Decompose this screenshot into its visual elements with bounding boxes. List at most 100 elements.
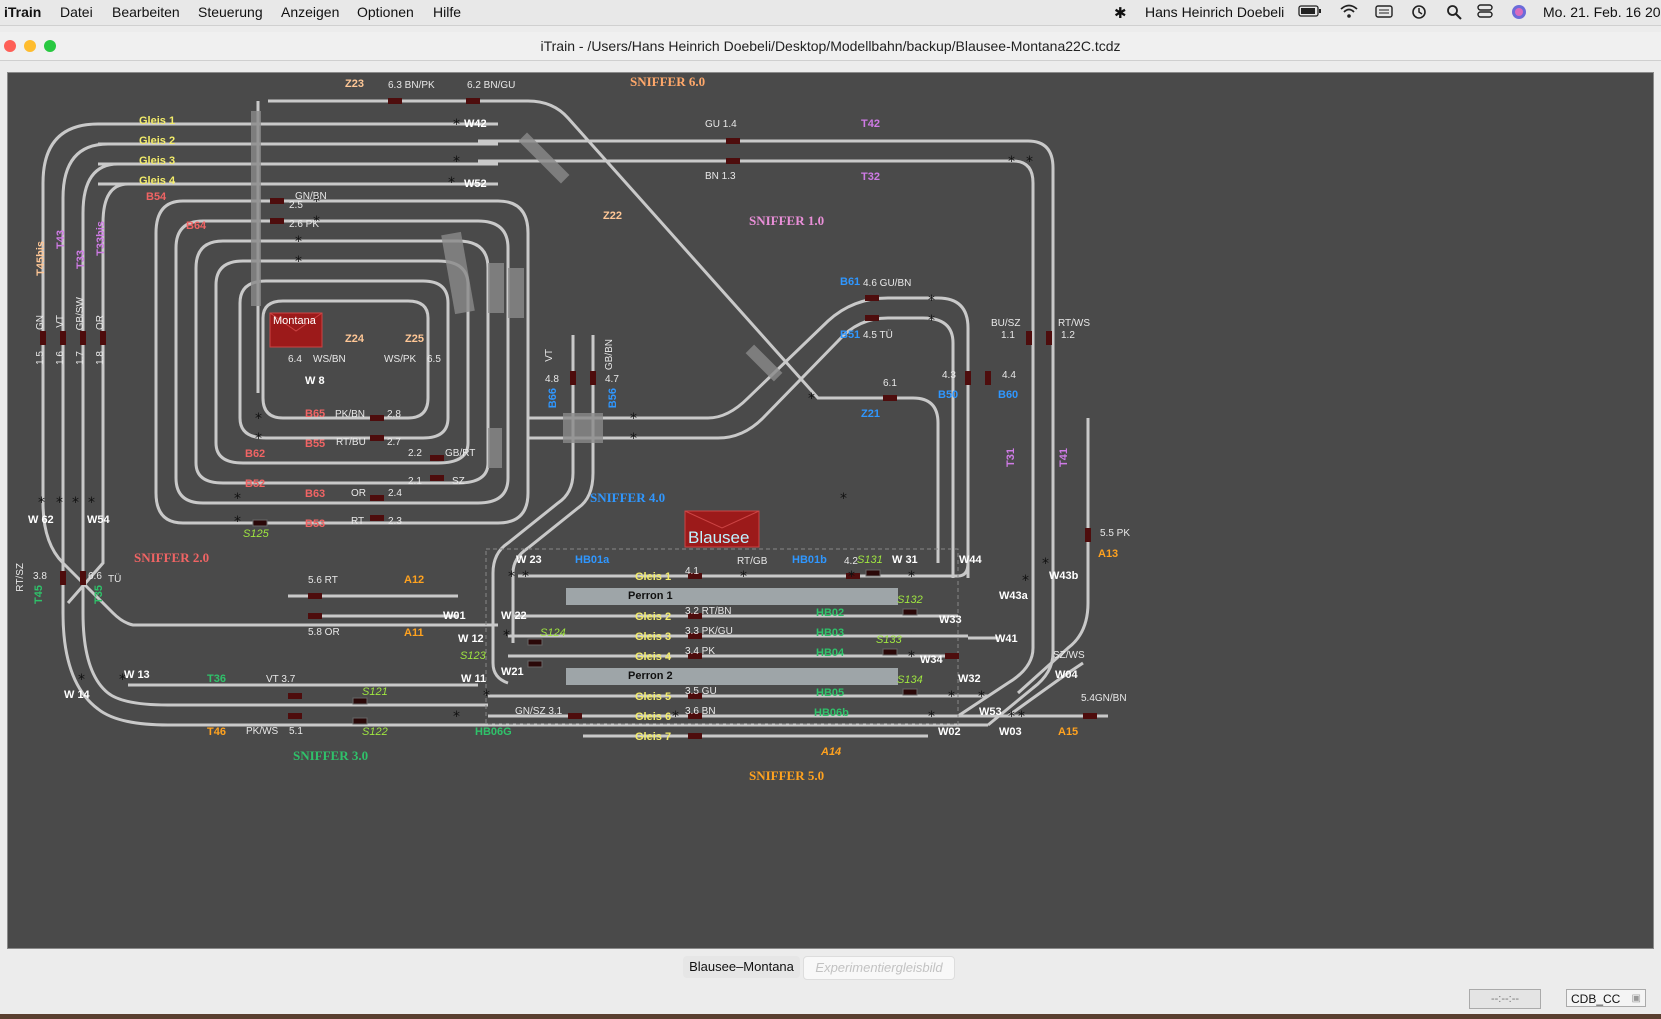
switch-w22[interactable]: W 22 [501, 610, 527, 622]
block-z24[interactable]: Z24 [345, 333, 364, 345]
block-hb02[interactable]: HB02 [816, 607, 845, 619]
switch-w23[interactable]: W 23 [516, 554, 542, 566]
block-b56[interactable]: B56 [607, 388, 619, 409]
switch-w41[interactable]: W41 [995, 633, 1018, 645]
montana-gleis-3[interactable]: Gleis 3 [139, 155, 176, 167]
blausee-gleis-3[interactable]: Gleis 3 [635, 631, 672, 643]
block-t32[interactable]: T32 [861, 171, 880, 183]
signal-s131[interactable]: S131 [857, 554, 883, 566]
switch-w12[interactable]: W 12 [458, 633, 484, 645]
block-b66[interactable]: B66 [547, 388, 559, 409]
blausee-gleis-7[interactable]: Gleis 7 [635, 731, 672, 743]
switch-w32[interactable]: W32 [958, 673, 981, 685]
switch-w53[interactable]: W53 [979, 706, 1002, 718]
block-a11[interactable]: A11 [404, 627, 424, 639]
signal-s123[interactable]: S123 [460, 650, 486, 662]
battery-icon[interactable] [1298, 4, 1322, 21]
block-b50[interactable]: B50 [938, 389, 959, 401]
switch-w43b[interactable]: W43b [1049, 570, 1079, 582]
signal-s134[interactable]: S134 [897, 674, 923, 686]
block-t36[interactable]: T36 [207, 673, 226, 685]
block-b63[interactable]: B63 [305, 488, 326, 500]
blausee-gleis-6[interactable]: Gleis 6 [635, 711, 672, 723]
track-layout-canvas[interactable]: *** **** *** ** ** *** ***** *** ***** *… [7, 72, 1654, 949]
switch-w03[interactable]: W03 [999, 726, 1022, 738]
switch-w8[interactable]: W 8 [305, 375, 325, 387]
block-t45bis[interactable]: T45bis [35, 241, 47, 276]
block-t35[interactable]: T35 [93, 585, 105, 604]
switch-w34[interactable]: W34 [920, 654, 943, 666]
block-b64[interactable]: B64 [186, 220, 207, 232]
switch-w52[interactable]: W52 [464, 178, 487, 190]
signal-s125[interactable]: S125 [243, 528, 269, 540]
signal-s133[interactable]: S133 [876, 634, 902, 646]
block-t31[interactable]: T31 [1005, 448, 1017, 467]
switch-w43a[interactable]: W43a [999, 590, 1028, 602]
block-t42[interactable]: T42 [861, 118, 880, 130]
station-blausee[interactable]: Blausee [688, 528, 750, 547]
signal-s132[interactable]: S132 [897, 594, 923, 606]
block-hb01a[interactable]: HB01a [575, 554, 610, 566]
close-button[interactable] [4, 40, 16, 52]
block-b60[interactable]: B60 [998, 389, 1019, 401]
montana-gleis-4[interactable]: Gleis 4 [139, 175, 176, 187]
block-a15[interactable]: A15 [1058, 726, 1079, 738]
montana-gleis-2[interactable]: Gleis 2 [139, 135, 176, 147]
signal-s124[interactable]: S124 [540, 627, 566, 639]
blausee-gleis-1[interactable]: Gleis 1 [635, 571, 672, 583]
block-b65[interactable]: B65 [305, 408, 326, 420]
menu-optionen[interactable]: Optionen [357, 4, 414, 20]
switch-w13[interactable]: W 13 [124, 669, 150, 681]
block-a13[interactable]: A13 [1098, 548, 1119, 560]
switch-w01[interactable]: W01 [443, 610, 466, 622]
montana-gleis-1[interactable]: Gleis 1 [139, 115, 176, 127]
menu-hilfe[interactable]: Hilfe [433, 4, 462, 20]
block-a12[interactable]: A12 [404, 574, 425, 586]
switch-w04[interactable]: W04 [1055, 669, 1078, 681]
siri-icon[interactable] [1511, 4, 1527, 23]
block-b61[interactable]: B61 [840, 276, 861, 288]
menubar-clock[interactable]: Mo. 21. Feb. 16 20 [1543, 4, 1661, 20]
switch-w54[interactable]: W54 [87, 514, 110, 526]
blausee-gleis-2[interactable]: Gleis 2 [635, 611, 672, 623]
zoom-button[interactable] [44, 40, 56, 52]
wifi-icon[interactable] [1340, 4, 1358, 21]
switch-w11[interactable]: W 11 [461, 673, 487, 685]
switch-w31[interactable]: W 31 [892, 554, 918, 566]
tab-experimentiergleisbild[interactable]: Experimentiergleisbild [803, 956, 955, 980]
signal-s122[interactable]: S122 [362, 726, 388, 738]
block-t43[interactable]: T43 [55, 230, 67, 249]
block-z25[interactable]: Z25 [405, 333, 424, 345]
menu-datei[interactable]: Datei [60, 4, 93, 20]
block-b52[interactable]: B52 [245, 478, 266, 490]
block-b54[interactable]: B54 [146, 191, 167, 203]
block-z21[interactable]: Z21 [861, 408, 880, 420]
block-b62[interactable]: B62 [245, 448, 266, 460]
switch-w02[interactable]: W02 [938, 726, 961, 738]
block-hb04[interactable]: HB04 [816, 647, 845, 659]
block-hb06b[interactable]: HB06b [814, 707, 849, 719]
switch-w21[interactable]: W21 [501, 666, 524, 678]
block-b55[interactable]: B55 [305, 438, 326, 450]
menu-bearbeiten[interactable]: Bearbeiten [112, 4, 180, 20]
block-t45[interactable]: T45 [33, 585, 45, 604]
app-menu[interactable]: iTrain [4, 4, 42, 20]
block-b51[interactable]: B51 [840, 329, 861, 341]
bluetooth-icon[interactable]: ✱ [1114, 5, 1127, 22]
time-machine-icon[interactable] [1411, 4, 1427, 23]
menu-anzeigen[interactable]: Anzeigen [281, 4, 340, 20]
menu-steuerung[interactable]: Steuerung [198, 4, 263, 20]
block-hb05[interactable]: HB05 [816, 687, 845, 699]
signal-s121[interactable]: S121 [362, 686, 388, 698]
block-t41[interactable]: T41 [1058, 448, 1070, 467]
minimize-button[interactable] [24, 40, 36, 52]
block-hb06g[interactable]: HB06G [475, 726, 512, 738]
blausee-gleis-5[interactable]: Gleis 5 [635, 691, 672, 703]
block-a14[interactable]: A14 [821, 746, 842, 758]
keyboard-icon[interactable] [1375, 4, 1393, 21]
switch-w44[interactable]: W44 [959, 554, 982, 566]
block-b53[interactable]: B53 [305, 518, 326, 530]
status-station[interactable]: CDB_CC ▣ [1566, 989, 1646, 1007]
switch-w33[interactable]: W33 [939, 614, 962, 626]
station-montana[interactable]: Montana [273, 315, 316, 327]
